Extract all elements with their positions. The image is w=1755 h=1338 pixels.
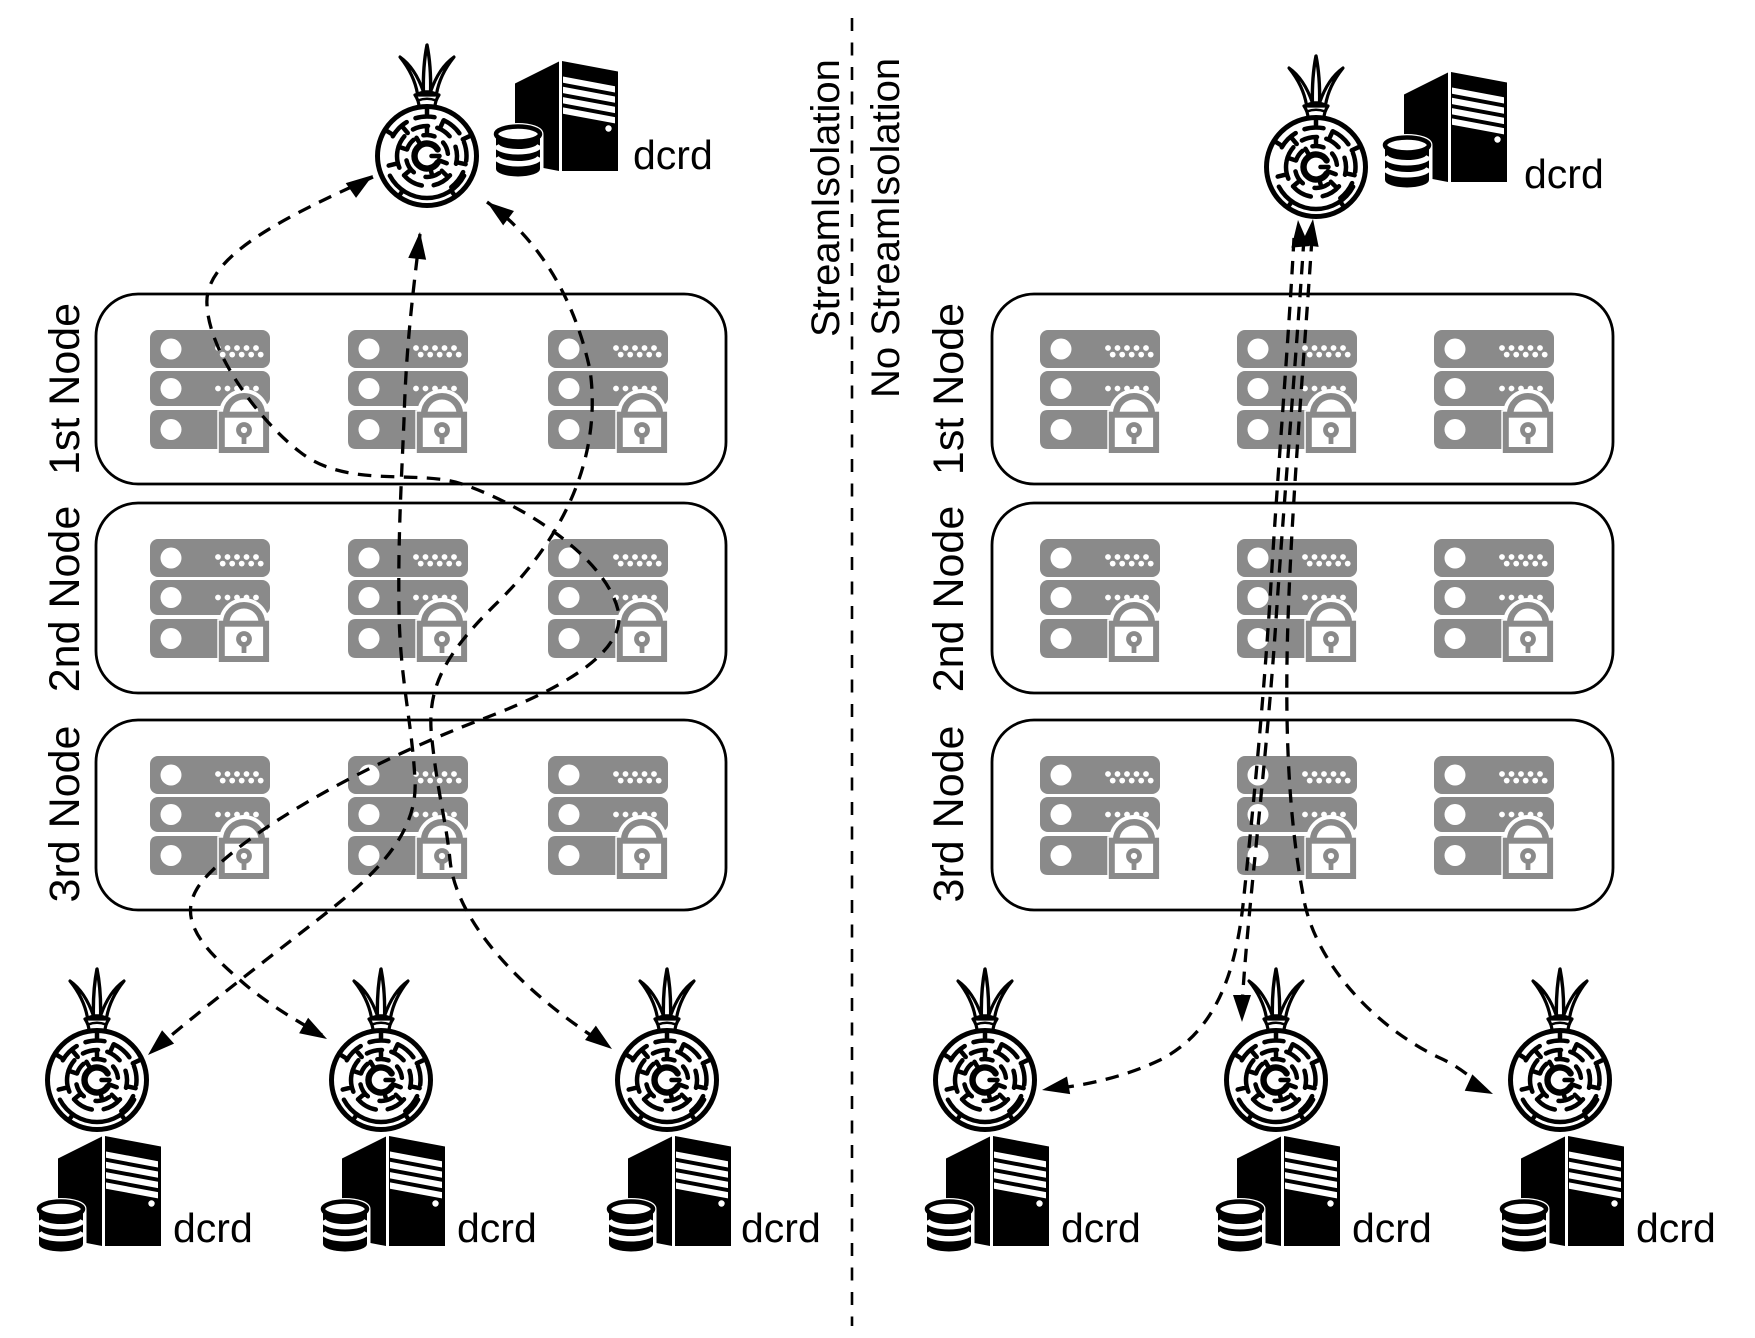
- svg-text:dcrd: dcrd: [1636, 1205, 1716, 1251]
- svg-text:dcrd: dcrd: [1524, 151, 1604, 197]
- svg-text:StreamIsolation: StreamIsolation: [804, 59, 848, 337]
- svg-text:dcrd: dcrd: [457, 1205, 537, 1251]
- svg-text:1st Node: 1st Node: [41, 303, 89, 475]
- svg-text:1st Node: 1st Node: [925, 303, 973, 475]
- svg-text:2nd Node: 2nd Node: [41, 506, 89, 693]
- svg-text:dcrd: dcrd: [741, 1205, 821, 1251]
- svg-text:dcrd: dcrd: [1352, 1205, 1432, 1251]
- svg-text:3rd Node: 3rd Node: [41, 726, 89, 903]
- svg-text:2nd Node: 2nd Node: [925, 506, 973, 693]
- svg-text:3rd Node: 3rd Node: [925, 726, 973, 903]
- svg-text:No StreamIsolation: No StreamIsolation: [864, 58, 908, 398]
- svg-text:dcrd: dcrd: [633, 132, 713, 178]
- svg-text:dcrd: dcrd: [173, 1205, 253, 1251]
- svg-text:dcrd: dcrd: [1061, 1205, 1141, 1251]
